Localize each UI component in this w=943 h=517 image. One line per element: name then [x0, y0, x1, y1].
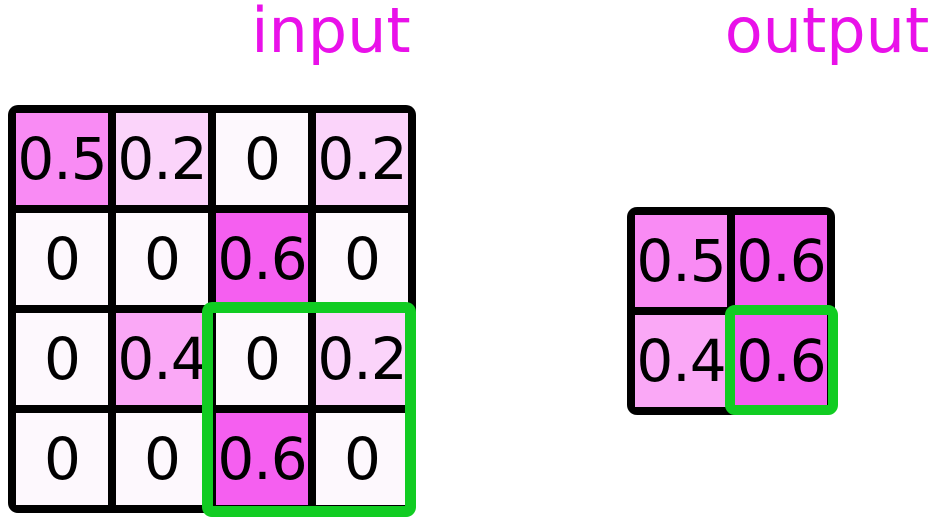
input-cell-r0c2: 0	[216, 113, 308, 205]
input-cell-r2c0: 0	[16, 313, 108, 405]
input-cell-r2c1: 0.4	[116, 313, 208, 405]
input-cell-r3c3: 0	[316, 413, 408, 505]
input-cell-r3c1: 0	[116, 413, 208, 505]
output-title: output	[724, 0, 930, 67]
input-cell-r0c1: 0.2	[116, 113, 208, 205]
input-cell-r1c0: 0	[16, 213, 108, 305]
input-cell-r2c2: 0	[216, 313, 308, 405]
input-cell-r1c2: 0.6	[216, 213, 308, 305]
input-cell-r0c3: 0.2	[316, 113, 408, 205]
input-cell-r0c0: 0.5	[16, 113, 108, 205]
output-cell-r0c0: 0.5	[635, 215, 727, 307]
input-cell-r1c3: 0	[316, 213, 408, 305]
output-cell-r0c1: 0.6	[735, 215, 827, 307]
input-cell-r3c2: 0.6	[216, 413, 308, 505]
input-cell-r1c1: 0	[116, 213, 208, 305]
input-cell-r3c0: 0	[16, 413, 108, 505]
input-cell-r2c3: 0.2	[316, 313, 408, 405]
input-title: input	[251, 0, 411, 67]
output-cell-r1c0: 0.4	[635, 315, 727, 407]
output-cell-r1c1: 0.6	[735, 315, 827, 407]
